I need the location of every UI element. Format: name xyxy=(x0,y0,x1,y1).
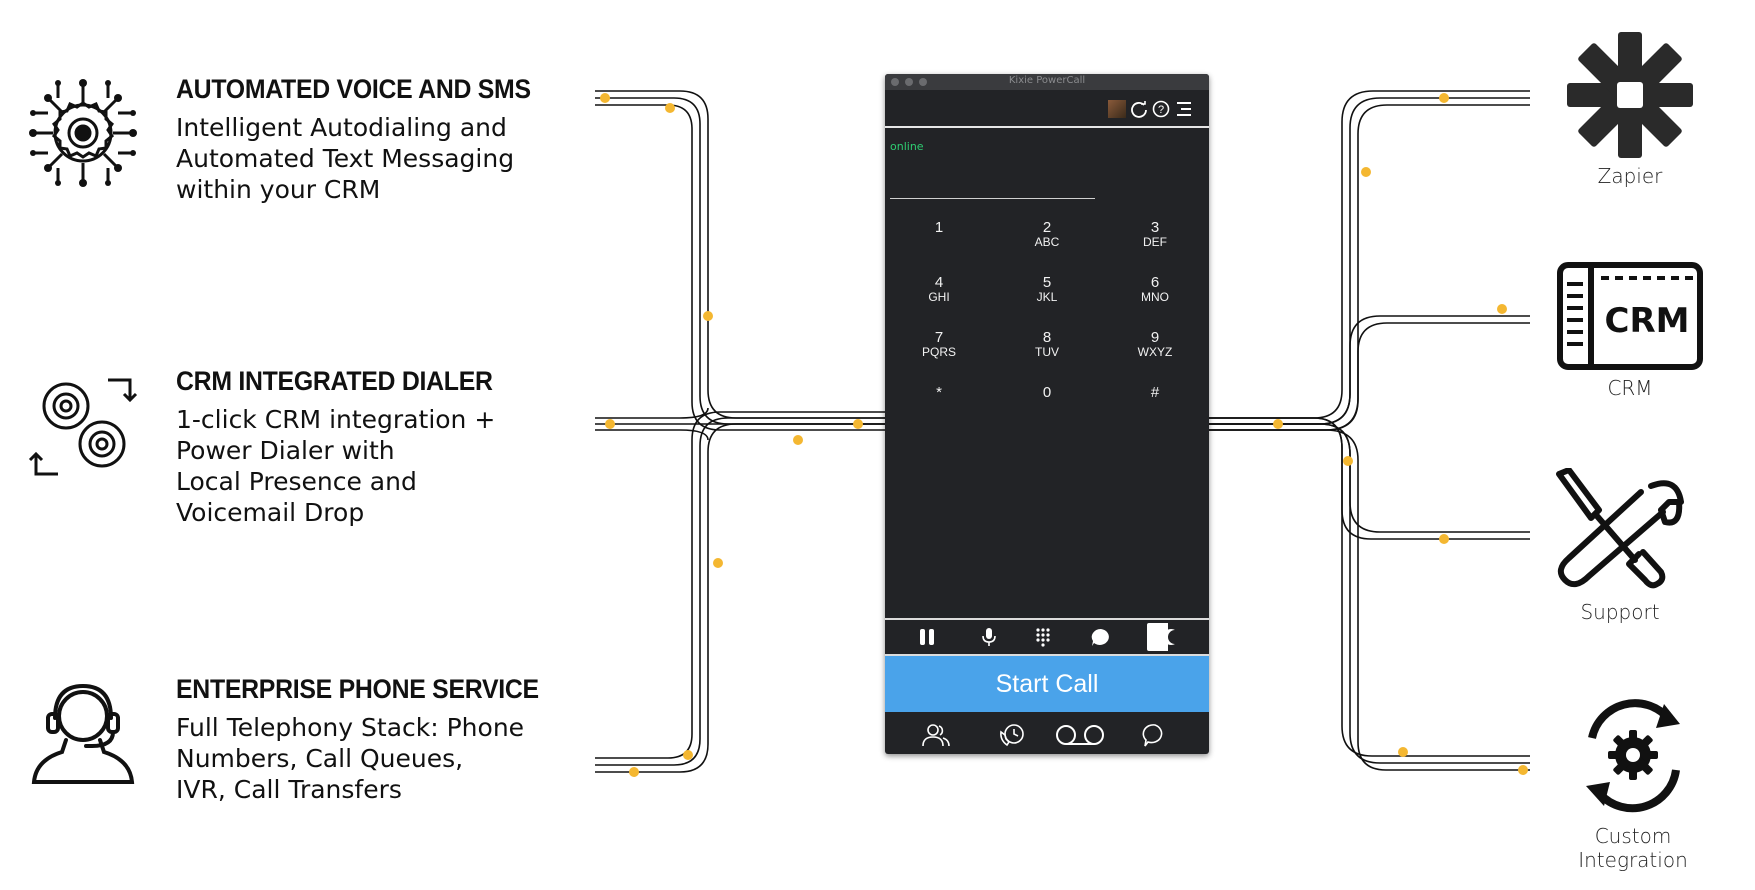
window-maximize-button[interactable] xyxy=(919,78,927,86)
contacts-icon[interactable] xyxy=(921,722,951,748)
key-0[interactable]: 0 xyxy=(993,385,1101,401)
crm-window-icon: CRM xyxy=(1557,262,1703,370)
integration-label: Support xyxy=(1580,600,1660,624)
bottom-nav xyxy=(885,714,1209,754)
integration-crm: CRM CRM xyxy=(1555,260,1705,400)
call-controls-bar xyxy=(885,618,1209,656)
moon-icon xyxy=(1163,623,1189,651)
left-connector-tracks xyxy=(595,90,885,773)
connector-dots xyxy=(600,93,1528,777)
microphone-icon[interactable] xyxy=(977,626,1001,648)
key-letters: JKL xyxy=(1036,290,1058,304)
key-digit: 8 xyxy=(1042,329,1052,346)
window-titlebar: Kixie PowerCall xyxy=(885,74,1209,90)
window-title: Kixie PowerCall xyxy=(1008,75,1086,86)
integration-custom: Custom Integration xyxy=(1538,690,1728,872)
menu-icon[interactable] xyxy=(1175,100,1193,118)
key-digit: 2 xyxy=(1042,219,1052,236)
key-digit: 5 xyxy=(1042,274,1052,291)
feature-title: AUTOMATED VOICE AND SMS xyxy=(176,74,531,104)
key-digit: 0 xyxy=(1042,384,1052,401)
key-digit: # xyxy=(1150,384,1160,401)
chat-bubble-icon[interactable] xyxy=(1089,626,1113,648)
key-letters: ABC xyxy=(1034,235,1060,249)
feature-description: Full Telephony Stack: Phone Numbers, Cal… xyxy=(176,713,525,804)
integration-label: CRM xyxy=(1607,376,1653,400)
integration-support: Support xyxy=(1550,467,1690,624)
feature-title: CRM INTEGRATED DIALER xyxy=(176,366,493,396)
number-input-line[interactable] xyxy=(890,198,1095,199)
feature-title: ENTERPRISE PHONE SERVICE xyxy=(176,674,539,704)
headset-agent-icon xyxy=(31,683,135,784)
key-letters: TUV xyxy=(1035,345,1059,359)
key-digit: 7 xyxy=(934,329,944,346)
window-close-button[interactable] xyxy=(891,78,899,86)
integration-label: Zapier xyxy=(1597,164,1663,188)
messages-icon[interactable] xyxy=(1141,722,1169,748)
svg-text:?: ? xyxy=(1158,104,1164,116)
avatar[interactable] xyxy=(1108,100,1126,118)
integration-zapier: Zapier xyxy=(1560,30,1700,188)
key-digit: 9 xyxy=(1150,329,1160,346)
gears-sync-icon xyxy=(28,378,138,476)
right-connector-tracks xyxy=(1209,90,1530,771)
key-1[interactable]: 1 xyxy=(885,220,993,236)
theme-toggle[interactable] xyxy=(1147,623,1189,651)
ai-gear-circuit-icon xyxy=(29,79,137,187)
key-star[interactable]: * xyxy=(885,385,993,401)
key-letters: DEF xyxy=(1143,235,1167,249)
key-letters: PQRS xyxy=(921,345,956,359)
feature-description: 1-click CRM integration + Power Dialer w… xyxy=(176,405,496,527)
phone-topbar: ? xyxy=(885,90,1209,128)
status-label: online xyxy=(890,140,924,153)
window-minimize-button[interactable] xyxy=(905,78,913,86)
wrench-screwdriver-icon xyxy=(1556,467,1684,589)
key-digit: 3 xyxy=(1150,219,1160,236)
call-history-icon[interactable] xyxy=(997,722,1027,748)
feature-description: Intelligent Autodialing and Automated Te… xyxy=(176,113,515,204)
integration-label: Custom Integration xyxy=(1578,824,1688,872)
key-digit: 1 xyxy=(934,219,944,236)
key-letters: WXYZ xyxy=(1137,345,1173,359)
key-digit: 6 xyxy=(1150,274,1160,291)
start-call-button[interactable]: Start Call xyxy=(885,656,1209,712)
keypad-icon[interactable] xyxy=(1031,626,1055,648)
refresh-icon[interactable] xyxy=(1130,100,1148,118)
pause-icon[interactable] xyxy=(915,626,939,648)
key-digit: 4 xyxy=(934,274,944,291)
voicemail-icon[interactable] xyxy=(1053,722,1107,748)
zapier-asterisk-icon xyxy=(1567,32,1693,158)
key-hash[interactable]: # xyxy=(1101,385,1209,401)
gear-cycle-icon xyxy=(1586,699,1680,813)
key-letters: MNO xyxy=(1141,290,1169,304)
svg-text:CRM: CRM xyxy=(1605,301,1690,341)
key-digit: * xyxy=(936,384,942,401)
key-letters: GHI xyxy=(928,290,950,304)
help-icon[interactable]: ? xyxy=(1152,100,1170,118)
